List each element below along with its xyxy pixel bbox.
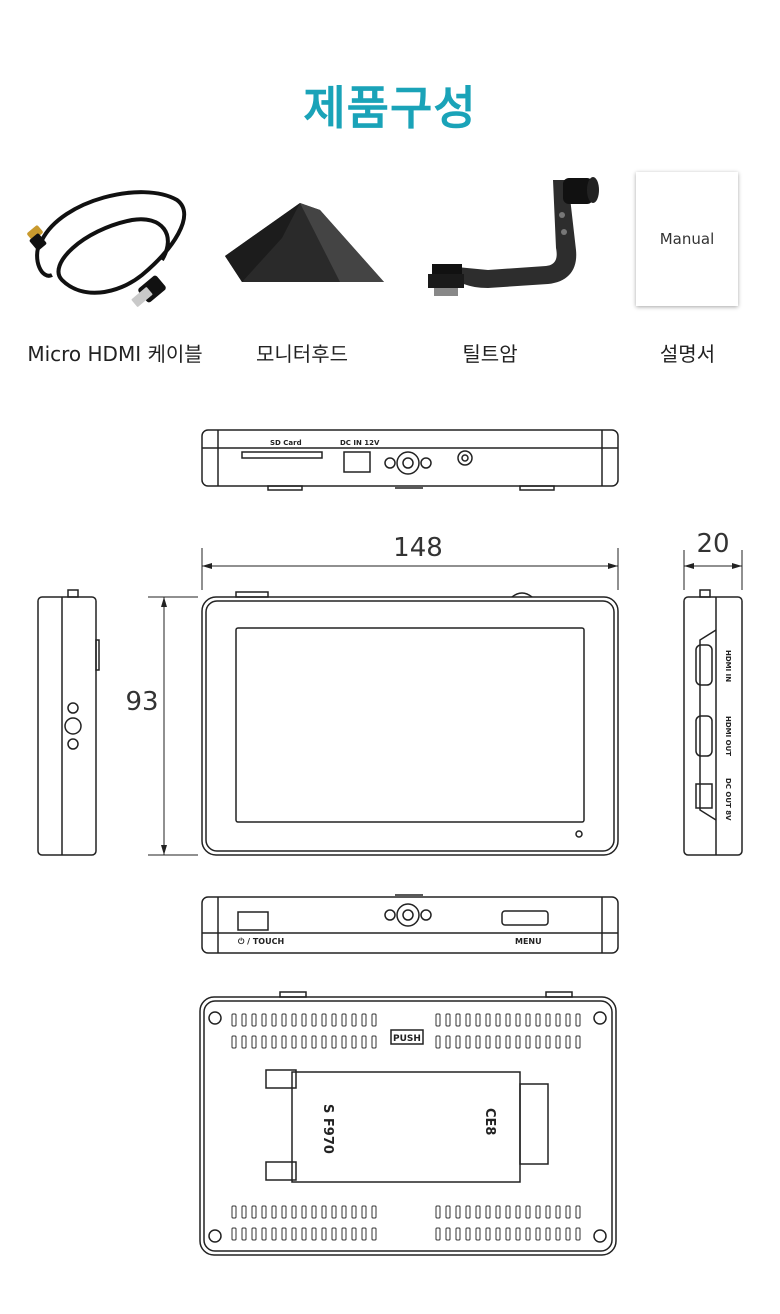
ce-label: CE8	[482, 1108, 497, 1135]
width-dimension: 148	[393, 533, 443, 563]
section-title: 제품구성	[303, 81, 477, 135]
item-label-hdmi-cable: Micro HDMI 케이블	[27, 342, 203, 366]
left-side-view	[37, 589, 100, 856]
menu-label: MENU	[515, 937, 542, 946]
item-label-manual: 설명서	[659, 342, 716, 366]
front-view	[201, 591, 619, 856]
hdmi-cable-image	[27, 190, 187, 307]
manual-image: Manual	[636, 172, 738, 306]
hdmi-out-label: HDMI OUT	[724, 716, 732, 756]
dc-out-label: DC OUT 8V	[724, 778, 732, 821]
tilt-arm-image	[428, 177, 599, 296]
dc-in-label: DC IN 12V	[340, 439, 380, 447]
monitor-hood-image	[225, 203, 384, 282]
depth-dimension: 20	[696, 529, 729, 559]
sd-card-label: SD Card	[270, 439, 302, 447]
battery-model-label: S F970	[320, 1104, 335, 1154]
back-view	[199, 991, 617, 1256]
top-view	[201, 429, 619, 491]
vent-slots	[231, 1013, 581, 1241]
right-side-view	[683, 589, 743, 856]
manual-card-text: Manual	[659, 230, 715, 248]
power-touch-label: ⏻ / TOUCH	[238, 937, 284, 946]
push-label: PUSH	[393, 1034, 421, 1044]
hdmi-in-label: HDMI IN	[724, 650, 732, 682]
item-label-monitor-hood: 모니터후드	[256, 342, 348, 366]
dimension-lines	[148, 548, 743, 856]
bottom-view	[201, 894, 619, 954]
height-dimension: 93	[125, 687, 158, 717]
item-label-tilt-arm: 틸트암	[462, 342, 518, 366]
